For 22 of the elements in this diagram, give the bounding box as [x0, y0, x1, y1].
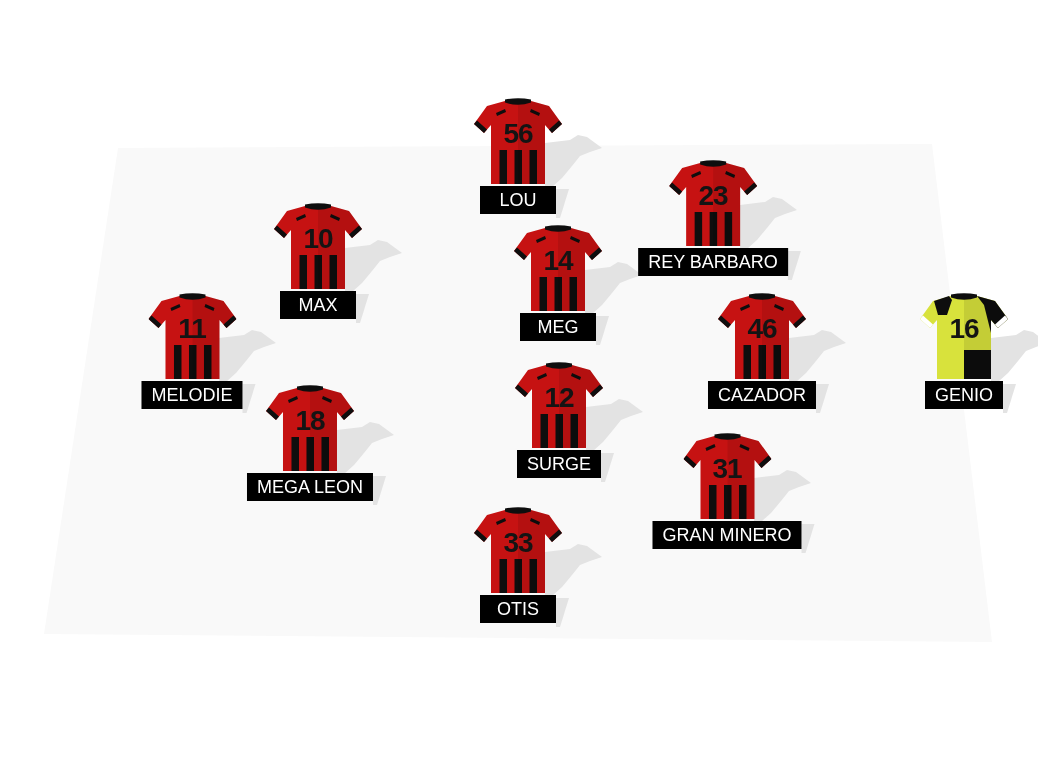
shirt-number: 46 — [747, 314, 777, 344]
shirt-number: 10 — [303, 224, 333, 254]
player-name: LOU — [480, 186, 556, 214]
shirt-number: 18 — [295, 406, 325, 436]
player-name: GENIO — [925, 381, 1003, 409]
player-name: CAZADOR — [708, 381, 816, 409]
shirt-number: 14 — [543, 246, 573, 276]
shirt-number: 23 — [698, 181, 728, 211]
player-name: MAX — [280, 291, 356, 319]
player-name: MEGA LEON — [247, 473, 373, 501]
shirt-number: 11 — [178, 314, 206, 344]
shirt-number: 33 — [503, 528, 533, 558]
player-name: SURGE — [517, 450, 601, 478]
player-name: MELODIE — [141, 381, 243, 409]
player-name: GRAN MINERO — [652, 521, 802, 549]
player-name: REY BARBARO — [638, 248, 788, 276]
player-name: MEG — [520, 313, 596, 341]
shirt-number: 56 — [503, 119, 533, 149]
player-name: OTIS — [480, 595, 556, 623]
shirt-number: 31 — [712, 454, 742, 484]
shirt-number: 12 — [544, 383, 574, 413]
shirt-number: 16 — [949, 314, 979, 344]
